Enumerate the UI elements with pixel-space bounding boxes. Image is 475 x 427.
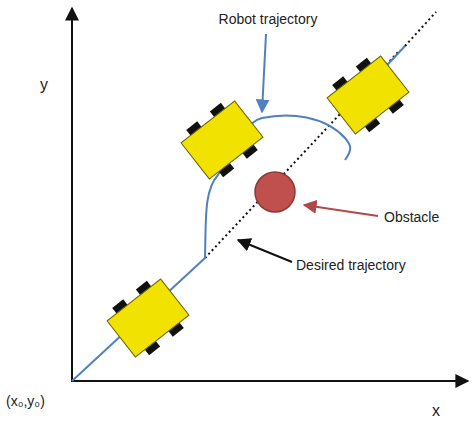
robot bbox=[177, 95, 268, 184]
robot bbox=[103, 273, 194, 362]
leader-arrow bbox=[304, 205, 378, 216]
robot bbox=[323, 50, 414, 139]
label-holder: (x₀,y₀) bbox=[6, 392, 45, 410]
callout-label: Robot trajectory bbox=[219, 11, 318, 27]
callout-label: Obstacle bbox=[384, 209, 439, 225]
obstacle bbox=[255, 172, 295, 212]
label-holder: Desired trajectory bbox=[296, 256, 406, 274]
x-axis bbox=[71, 380, 468, 382]
label-holder: x bbox=[432, 402, 440, 420]
path-segment bbox=[72, 258, 205, 381]
leader-arrow bbox=[262, 34, 266, 112]
desired-trajectory-line bbox=[405, 12, 436, 46]
axis-label: y bbox=[40, 76, 48, 93]
label-holder: y bbox=[40, 76, 48, 94]
label-holder: Obstacle bbox=[384, 208, 439, 226]
axis-label: x bbox=[432, 402, 440, 419]
leader-arrow bbox=[238, 240, 292, 262]
origin-label: (x₀,y₀) bbox=[6, 393, 45, 409]
callout-label: Desired trajectory bbox=[296, 257, 406, 273]
label-holder: Robot trajectory bbox=[219, 10, 318, 28]
y-axis bbox=[71, 8, 73, 382]
